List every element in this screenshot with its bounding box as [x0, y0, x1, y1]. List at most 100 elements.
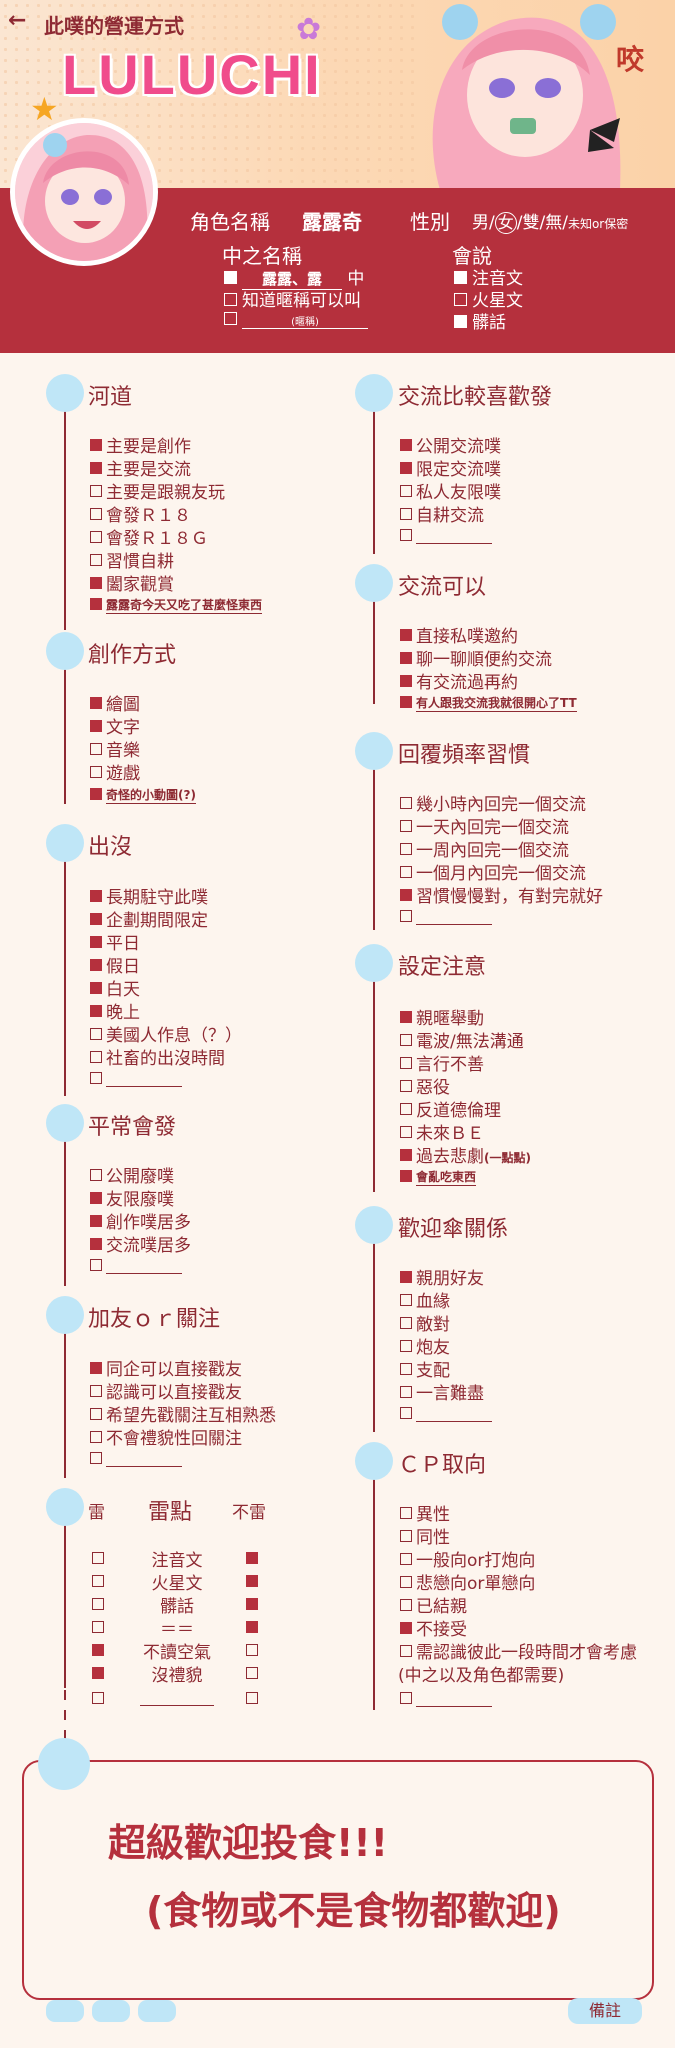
list-item[interactable]: 異性 — [400, 1500, 450, 1525]
back-arrow-icon[interactable]: ← — [8, 8, 27, 33]
list-item[interactable]: 需認識彼此一段時間才會考慮 — [400, 1638, 637, 1663]
blank-item[interactable] — [90, 1257, 182, 1277]
checkbox[interactable] — [90, 1005, 102, 1017]
list-item[interactable]: 習慣慢慢對，有對完就好 — [400, 882, 603, 907]
list-item[interactable]: 音樂 — [90, 736, 140, 761]
blank-item[interactable] — [90, 1070, 182, 1090]
blank-line[interactable] — [106, 1073, 182, 1087]
list-item[interactable]: 白天 — [90, 975, 140, 1000]
gender-male[interactable]: 男 — [472, 213, 489, 233]
blank-line[interactable] — [416, 1408, 492, 1422]
checkbox[interactable] — [90, 531, 102, 543]
list-item[interactable]: 平日 — [90, 929, 140, 954]
checkbox[interactable] — [90, 577, 102, 589]
checkbox[interactable] — [400, 1011, 412, 1023]
checkbox[interactable] — [90, 890, 102, 902]
checkbox[interactable] — [400, 1317, 412, 1329]
checkbox[interactable] — [400, 439, 412, 451]
checkbox[interactable] — [90, 1452, 102, 1464]
checkbox[interactable] — [400, 1645, 412, 1657]
list-item[interactable]: 悲戀向or單戀向 — [400, 1569, 535, 1594]
checkbox[interactable] — [90, 1072, 102, 1084]
notmine-checkbox[interactable] — [246, 1667, 258, 1679]
mine-checkbox[interactable] — [92, 1644, 104, 1656]
blank-line[interactable] — [416, 911, 492, 925]
list-item[interactable]: 不接受 — [400, 1615, 467, 1640]
checkbox[interactable] — [400, 485, 412, 497]
mine-checkbox[interactable] — [92, 1667, 104, 1679]
nick-checkbox-1[interactable] — [224, 270, 237, 284]
checkbox[interactable] — [90, 1259, 102, 1271]
list-item[interactable]: 遊戲 — [90, 759, 140, 784]
checkbox[interactable] — [90, 787, 102, 800]
list-item[interactable]: 不會禮貌性回關注 — [90, 1424, 242, 1449]
checkbox[interactable] — [400, 695, 412, 708]
checkbox[interactable] — [400, 820, 412, 832]
checkbox[interactable] — [400, 1034, 412, 1046]
checkbox[interactable] — [90, 982, 102, 994]
list-item[interactable]: 企劃期間限定 — [90, 906, 208, 931]
list-item[interactable]: 血緣 — [400, 1287, 450, 1312]
blank-item[interactable] — [400, 1690, 492, 1710]
checkbox[interactable] — [400, 1294, 412, 1306]
list-item[interactable]: 假日 — [90, 952, 140, 977]
list-item[interactable]: 創作噗居多 — [90, 1208, 191, 1233]
mine-blank[interactable] — [140, 1692, 214, 1706]
checkbox[interactable] — [90, 1362, 102, 1374]
checkbox[interactable] — [90, 1028, 102, 1040]
checkbox[interactable] — [400, 1407, 412, 1419]
blank-item[interactable] — [400, 908, 492, 928]
list-item[interactable]: 私人友限噗 — [400, 478, 501, 503]
speak-checkbox-2[interactable] — [454, 292, 467, 306]
list-item[interactable]: 幾小時內回完一個交流 — [400, 790, 586, 815]
checkbox[interactable] — [90, 743, 102, 755]
checkbox[interactable] — [90, 439, 102, 451]
blank-line[interactable] — [106, 1453, 182, 1467]
list-item[interactable]: 同企可以直接戳友 — [90, 1355, 242, 1380]
checkbox[interactable] — [400, 1149, 412, 1161]
notmine-checkbox[interactable] — [246, 1598, 258, 1610]
list-item[interactable]: 晚上 — [90, 998, 140, 1023]
list-item[interactable]: 主要是交流 — [90, 455, 191, 480]
checkbox[interactable] — [90, 462, 102, 474]
checkbox[interactable] — [400, 1340, 412, 1352]
checkbox[interactable] — [90, 1169, 102, 1181]
list-item[interactable]: 一個月內回完一個交流 — [400, 859, 586, 884]
checkbox[interactable] — [90, 1408, 102, 1420]
list-item[interactable]: 主要是跟親友玩 — [90, 478, 225, 503]
list-item[interactable]: 親朋好友 — [400, 1264, 484, 1289]
checkbox[interactable] — [90, 485, 102, 497]
checkbox[interactable] — [90, 959, 102, 971]
checkbox[interactable] — [400, 529, 412, 541]
list-item[interactable]: 會發Ｒ１８Ｇ — [90, 524, 208, 549]
notmine-checkbox[interactable] — [246, 1692, 258, 1704]
list-item[interactable]: 一天內回完一個交流 — [400, 813, 569, 838]
checkbox[interactable] — [400, 1507, 412, 1519]
checkbox[interactable] — [400, 1271, 412, 1283]
list-item[interactable]: 炮友 — [400, 1333, 450, 1358]
nick-checkbox-3[interactable] — [224, 311, 237, 325]
checkbox[interactable] — [400, 1103, 412, 1115]
checkbox[interactable] — [90, 697, 102, 709]
checkbox[interactable] — [400, 1126, 412, 1138]
checkbox[interactable] — [400, 1386, 412, 1398]
list-item[interactable]: 已結親 — [400, 1592, 467, 1617]
list-item[interactable]: 友限廢噗 — [90, 1185, 174, 1210]
gender-female-selected[interactable]: 女 — [494, 212, 517, 234]
blank-item[interactable] — [400, 527, 492, 547]
list-item[interactable]: 文字 — [90, 713, 140, 738]
blank-item[interactable] — [400, 1405, 492, 1425]
checkbox[interactable] — [90, 766, 102, 778]
checkbox[interactable] — [400, 843, 412, 855]
checkbox[interactable] — [90, 720, 102, 732]
list-item[interactable]: 限定交流噗 — [400, 455, 501, 480]
gender-none[interactable]: 無 — [545, 213, 563, 233]
checkbox[interactable] — [400, 675, 412, 687]
checkbox[interactable] — [400, 1622, 412, 1634]
speak-checkbox-1[interactable] — [454, 270, 467, 284]
blank-line[interactable] — [416, 530, 492, 544]
list-item[interactable]: 會亂吃東西 — [400, 1168, 477, 1186]
list-item[interactable]: 希望先戳關注互相熟悉 — [90, 1401, 276, 1426]
list-item[interactable]: 露露奇今天又吃了甚麼怪東西 — [90, 596, 263, 614]
checkbox[interactable] — [400, 629, 412, 641]
